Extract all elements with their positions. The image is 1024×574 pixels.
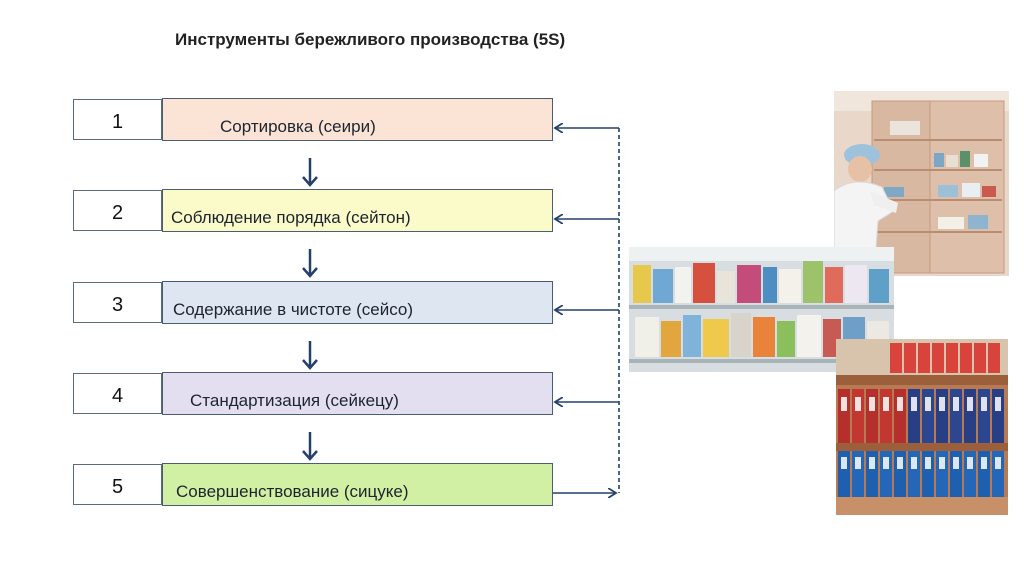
photo-cabinet bbox=[834, 91, 1009, 276]
photo-binders bbox=[836, 339, 1008, 515]
step-5-label: Совершенствование (сицуке) bbox=[162, 463, 553, 506]
step-2-label: Соблюдение порядка (сейтон) bbox=[162, 189, 553, 232]
down-arrow-3-head bbox=[302, 359, 318, 370]
down-arrow-2-head bbox=[302, 267, 318, 278]
photo-shelves bbox=[629, 247, 894, 372]
down-arrows bbox=[302, 158, 318, 461]
down-arrow-1-head bbox=[302, 176, 318, 187]
step-1-number: 1 bbox=[73, 99, 162, 140]
step-4-label: Стандартизация (сейкецу) bbox=[162, 372, 553, 415]
step-1-label: Сортировка (сеири) bbox=[162, 98, 553, 141]
step-3-number: 3 bbox=[73, 282, 162, 323]
step-2-number: 2 bbox=[73, 190, 162, 231]
step-5-number: 5 bbox=[73, 464, 162, 505]
page-title: Инструменты бережливого производства (5S… bbox=[175, 30, 566, 49]
down-arrow-4-head bbox=[302, 450, 318, 461]
step-4-number: 4 bbox=[73, 373, 162, 414]
feedback-loop bbox=[553, 128, 620, 493]
step-3-label: Содержание в чистоте (сейсо) bbox=[162, 281, 553, 324]
